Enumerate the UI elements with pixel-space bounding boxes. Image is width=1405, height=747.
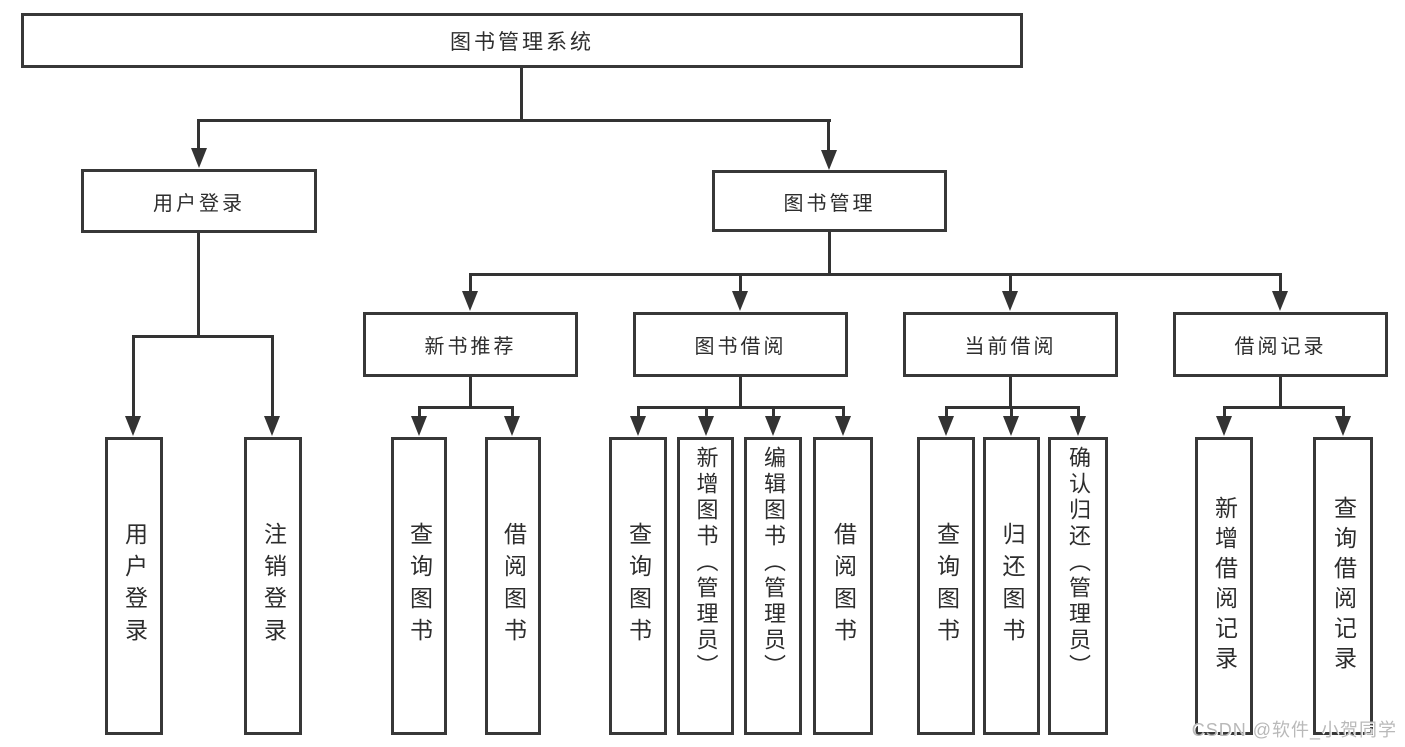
leaf-confirm-return-admin-label: 确认归还（管理员） bbox=[1066, 446, 1091, 680]
node-root: 图书管理系统 bbox=[21, 13, 1023, 68]
arrow-down-icon bbox=[1070, 416, 1086, 436]
node-book-borrow-label: 图书借阅 bbox=[694, 336, 787, 358]
leaf-query-books-recommend: 查询图书 bbox=[391, 437, 447, 735]
connector-leaf-rail bbox=[1223, 406, 1345, 409]
leaf-logout-label: 注销登录 bbox=[260, 522, 287, 650]
arrow-down-icon bbox=[732, 291, 748, 311]
arrow-down-icon bbox=[938, 416, 954, 436]
node-book-borrow: 图书借阅 bbox=[633, 312, 848, 377]
leaf-borrow-books-recommend-label: 借阅图书 bbox=[500, 522, 527, 650]
leaf-query-books-current: 查询图书 bbox=[917, 437, 975, 735]
leaf-return-book: 归还图书 bbox=[983, 437, 1040, 735]
connector-arrow-line bbox=[637, 406, 640, 419]
arrow-down-icon bbox=[264, 416, 280, 436]
node-book-management: 图书管理 bbox=[712, 170, 947, 232]
node-user-login-label: 用户登录 bbox=[153, 192, 245, 215]
node-current-borrow-label: 当前借阅 bbox=[964, 336, 1057, 358]
leaf-query-borrow-record: 查询借阅记录 bbox=[1313, 437, 1373, 735]
arrow-down-icon bbox=[765, 416, 781, 436]
leaf-borrow-book-label: 借阅图书 bbox=[830, 522, 857, 650]
connector-mgmt-stem bbox=[828, 232, 831, 276]
connector-arrow-line bbox=[1223, 406, 1226, 419]
connector-arrow-line bbox=[1077, 406, 1080, 419]
leaf-add-borrow-record: 新增借阅记录 bbox=[1195, 437, 1253, 735]
connector-arrow-line bbox=[469, 273, 472, 293]
node-root-label: 图书管理系统 bbox=[450, 30, 594, 54]
leaf-query-books-current-label: 查询图书 bbox=[933, 522, 960, 650]
leaf-borrow-books-recommend: 借阅图书 bbox=[485, 437, 541, 735]
leaf-return-book-label: 归还图书 bbox=[999, 522, 1025, 650]
arrow-down-icon bbox=[630, 416, 646, 436]
arrow-down-icon bbox=[1003, 416, 1019, 436]
connector-group-stem bbox=[1009, 377, 1012, 408]
leaf-edit-book-admin: 编辑图书（管理员） bbox=[744, 437, 802, 735]
leaf-add-book-admin: 新增图书（管理员） bbox=[677, 437, 734, 735]
csdn-watermark: CSDN @软件_小贺同学 bbox=[1191, 720, 1397, 740]
connector-login-rail bbox=[132, 335, 274, 338]
connector-arrow-line bbox=[132, 335, 135, 418]
connector-root-stem bbox=[520, 68, 523, 121]
node-borrow-records-label: 借阅记录 bbox=[1234, 336, 1327, 358]
arrow-down-icon bbox=[504, 416, 520, 436]
connector-login-stem bbox=[197, 233, 200, 336]
connector-arrow-line bbox=[945, 406, 948, 419]
node-user-login: 用户登录 bbox=[81, 169, 317, 233]
leaf-borrow-book: 借阅图书 bbox=[813, 437, 873, 735]
connector-arrow-line bbox=[511, 406, 514, 419]
connector-arrow-line bbox=[705, 406, 708, 419]
arrow-down-icon bbox=[125, 416, 141, 436]
leaf-add-book-admin-label: 新增图书（管理员） bbox=[693, 446, 719, 680]
connector-level3-rail bbox=[469, 273, 1282, 276]
leaf-user-login: 用户登录 bbox=[105, 437, 163, 735]
arrow-down-icon bbox=[698, 416, 714, 436]
leaf-query-borrow-record-label: 查询借阅记录 bbox=[1330, 496, 1357, 676]
node-borrow-records: 借阅记录 bbox=[1173, 312, 1388, 377]
connector-group-stem bbox=[739, 377, 742, 408]
arrow-down-icon bbox=[1216, 416, 1232, 436]
leaf-confirm-return-admin: 确认归还（管理员） bbox=[1048, 437, 1108, 735]
connector-arrow-line bbox=[1342, 406, 1345, 419]
connector-arrow-line bbox=[1009, 273, 1012, 293]
connector-leaf-rail bbox=[637, 406, 845, 409]
connector-arrow-line bbox=[842, 406, 845, 419]
arrow-down-icon bbox=[1272, 291, 1288, 311]
connector-group-stem bbox=[469, 377, 472, 408]
arrow-down-icon bbox=[462, 291, 478, 311]
arrow-down-icon bbox=[821, 150, 837, 170]
connector-level2-rail bbox=[197, 119, 831, 122]
connector-arrow-line bbox=[271, 335, 274, 418]
leaf-logout: 注销登录 bbox=[244, 437, 302, 735]
connector-group-stem bbox=[1279, 377, 1282, 408]
node-new-book-recommend-label: 新书推荐 bbox=[424, 336, 517, 358]
arrow-down-icon bbox=[411, 416, 427, 436]
arrow-down-icon bbox=[1335, 416, 1351, 436]
connector-arrow-line bbox=[772, 406, 775, 419]
node-new-book-recommend: 新书推荐 bbox=[363, 312, 578, 377]
node-book-management-label: 图书管理 bbox=[783, 192, 876, 215]
leaf-query-books-borrow-label: 查询图书 bbox=[625, 522, 652, 650]
connector-leaf-rail bbox=[418, 406, 514, 409]
connector-arrow-line bbox=[197, 119, 200, 150]
connector-arrow-line bbox=[418, 406, 421, 419]
leaf-query-books-recommend-label: 查询图书 bbox=[406, 522, 433, 650]
node-current-borrow: 当前借阅 bbox=[903, 312, 1118, 377]
connector-arrow-line bbox=[1279, 273, 1282, 293]
leaf-add-borrow-record-label: 新增借阅记录 bbox=[1211, 496, 1238, 676]
arrow-down-icon bbox=[835, 416, 851, 436]
leaf-edit-book-admin-label: 编辑图书（管理员） bbox=[761, 446, 786, 680]
leaf-query-books-borrow: 查询图书 bbox=[609, 437, 667, 735]
leaf-user-login-label: 用户登录 bbox=[121, 522, 148, 650]
connector-arrow-line bbox=[739, 273, 742, 293]
arrow-down-icon bbox=[1002, 291, 1018, 311]
connector-arrow-line bbox=[827, 119, 830, 150]
arrow-down-icon bbox=[191, 148, 207, 168]
connector-arrow-line bbox=[1010, 406, 1013, 419]
